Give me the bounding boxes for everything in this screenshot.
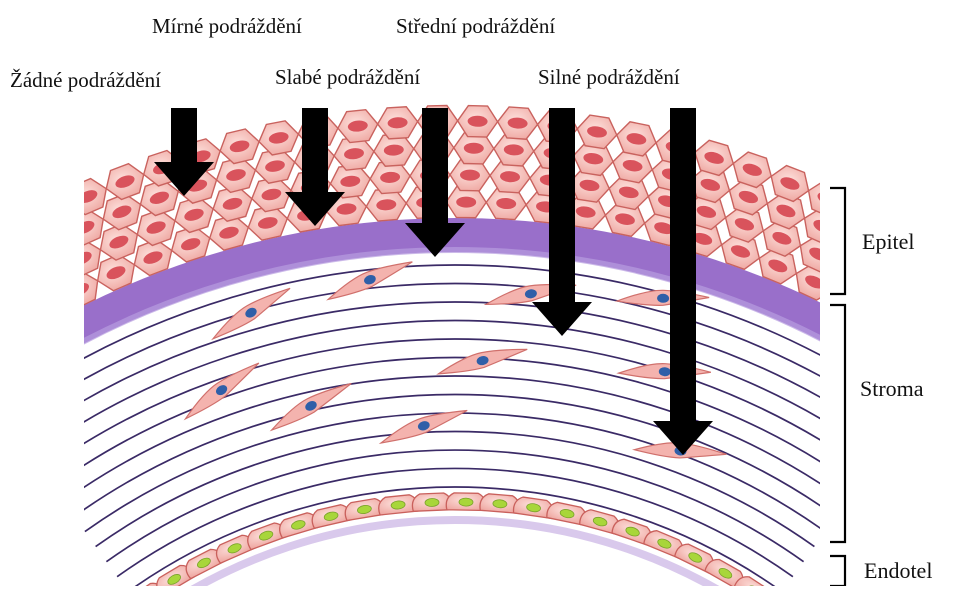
epithelial-cell	[217, 127, 263, 166]
bracket-epithelium	[830, 188, 845, 294]
epithelial-cell-body	[899, 287, 949, 335]
epithelial-cell-body	[0, 240, 39, 287]
epithelial-cell-body	[24, 222, 74, 268]
epithelial-cell-body	[825, 277, 875, 323]
epithelial-cell	[894, 316, 944, 364]
epithelial-cell	[24, 222, 74, 268]
epithelial-cell	[19, 285, 69, 332]
stroma-lamella	[42, 339, 868, 471]
epithelial-nucleus	[852, 206, 875, 225]
epithelial-nucleus	[0, 318, 21, 338]
epithelial-cell	[937, 280, 954, 328]
epithelial-cell-body	[0, 227, 6, 274]
epithelial-cell	[904, 259, 954, 306]
epithelial-nucleus	[843, 262, 866, 281]
epithelial-cell-body	[0, 208, 41, 254]
label-mild-irritation: Mírné podráždění	[152, 14, 302, 39]
layer-brackets	[830, 188, 845, 586]
cornea-layers	[0, 105, 954, 586]
label-strong-irritation: Silné podráždění	[538, 65, 680, 90]
epithelial-cell-body	[830, 249, 880, 295]
epithelial-cell	[614, 120, 659, 158]
epithelial-cell	[908, 230, 954, 277]
epithelial-cell	[0, 227, 6, 274]
epithelial-cell	[575, 114, 619, 151]
epithelial-nucleus	[40, 204, 63, 223]
epithelial-cell-body	[865, 267, 915, 314]
keratocyte	[324, 256, 416, 302]
epithelial-nucleus	[908, 330, 931, 350]
epithelial-cell	[457, 105, 498, 137]
epithelial-cell	[336, 109, 379, 144]
epithelial-cell	[377, 106, 419, 139]
epithelial-nucleus	[878, 281, 901, 300]
epithelial-nucleus	[2, 254, 25, 273]
epithelial-nucleus	[913, 301, 936, 321]
epithelial-nucleus	[4, 222, 27, 241]
epithelial-cell	[860, 296, 910, 343]
epithelial-nucleus	[917, 272, 940, 292]
epithelial-nucleus	[922, 244, 945, 264]
epithelial-cell-body	[0, 305, 35, 352]
endothelial-nucleus	[425, 498, 439, 507]
epithelial-nucleus	[874, 309, 897, 329]
epithelial-cell	[865, 267, 915, 314]
epithelial-cell	[942, 251, 954, 299]
epithelial-cell	[0, 272, 37, 319]
epithelial-cell	[899, 287, 949, 335]
endothelial-nucleus	[459, 498, 473, 506]
keratocyte	[377, 405, 469, 446]
epithelial-nucleus	[33, 298, 56, 317]
keratocyte	[618, 361, 711, 381]
label-weak-irritation: Slabé podráždění	[275, 65, 420, 90]
label-stroma: Stroma	[860, 376, 924, 402]
epithelial-cell	[0, 326, 1, 374]
epithelial-cell	[766, 162, 814, 205]
epithelial-cell	[825, 277, 875, 323]
keratocyte	[266, 378, 355, 433]
label-no-irritation: Žádné podráždění	[10, 68, 161, 93]
epithelial-cell	[0, 208, 41, 254]
epithelial-cell-body	[0, 293, 3, 341]
label-moderate-irritation: Střední podráždění	[396, 14, 555, 39]
epithelial-cell-body	[19, 285, 69, 332]
epithelial-cell-body	[908, 230, 954, 277]
epithelial-cell-body	[22, 253, 72, 299]
epithelial-nucleus	[37, 235, 60, 254]
epithelial-cell	[0, 293, 3, 341]
epithelial-cell	[830, 249, 880, 295]
bracket-endothelium	[830, 556, 845, 586]
epithelial-cell	[0, 240, 39, 287]
epithelial-cell-body	[0, 326, 1, 374]
stroma-lamella	[31, 320, 879, 456]
epithelial-cell	[0, 305, 35, 352]
epithelial-cell	[0, 260, 4, 307]
epithelial-nucleus	[35, 267, 58, 286]
epithelial-cell	[256, 119, 301, 157]
epithelial-cell-body	[27, 191, 76, 236]
epithelial-cell-body	[937, 280, 954, 328]
label-epithelium: Epitel	[862, 229, 915, 255]
epithelial-nucleus	[883, 253, 906, 272]
label-endothelium: Endotel	[864, 558, 932, 584]
epithelial-cell	[691, 137, 738, 178]
epithelial-cell-body	[942, 251, 954, 299]
bracket-stroma	[830, 305, 845, 542]
epithelial-cell	[728, 149, 776, 191]
epithelial-cell-body	[0, 272, 37, 319]
epithelial-nucleus	[0, 286, 23, 306]
epithelial-cell-body	[894, 316, 944, 364]
epithelial-cell-body	[860, 296, 910, 343]
epithelial-cell-body	[904, 259, 954, 306]
epithelial-cell	[22, 253, 72, 299]
epithelial-cell	[497, 106, 539, 140]
epithelial-cell-body	[0, 260, 4, 307]
epithelial-cell	[27, 191, 76, 236]
